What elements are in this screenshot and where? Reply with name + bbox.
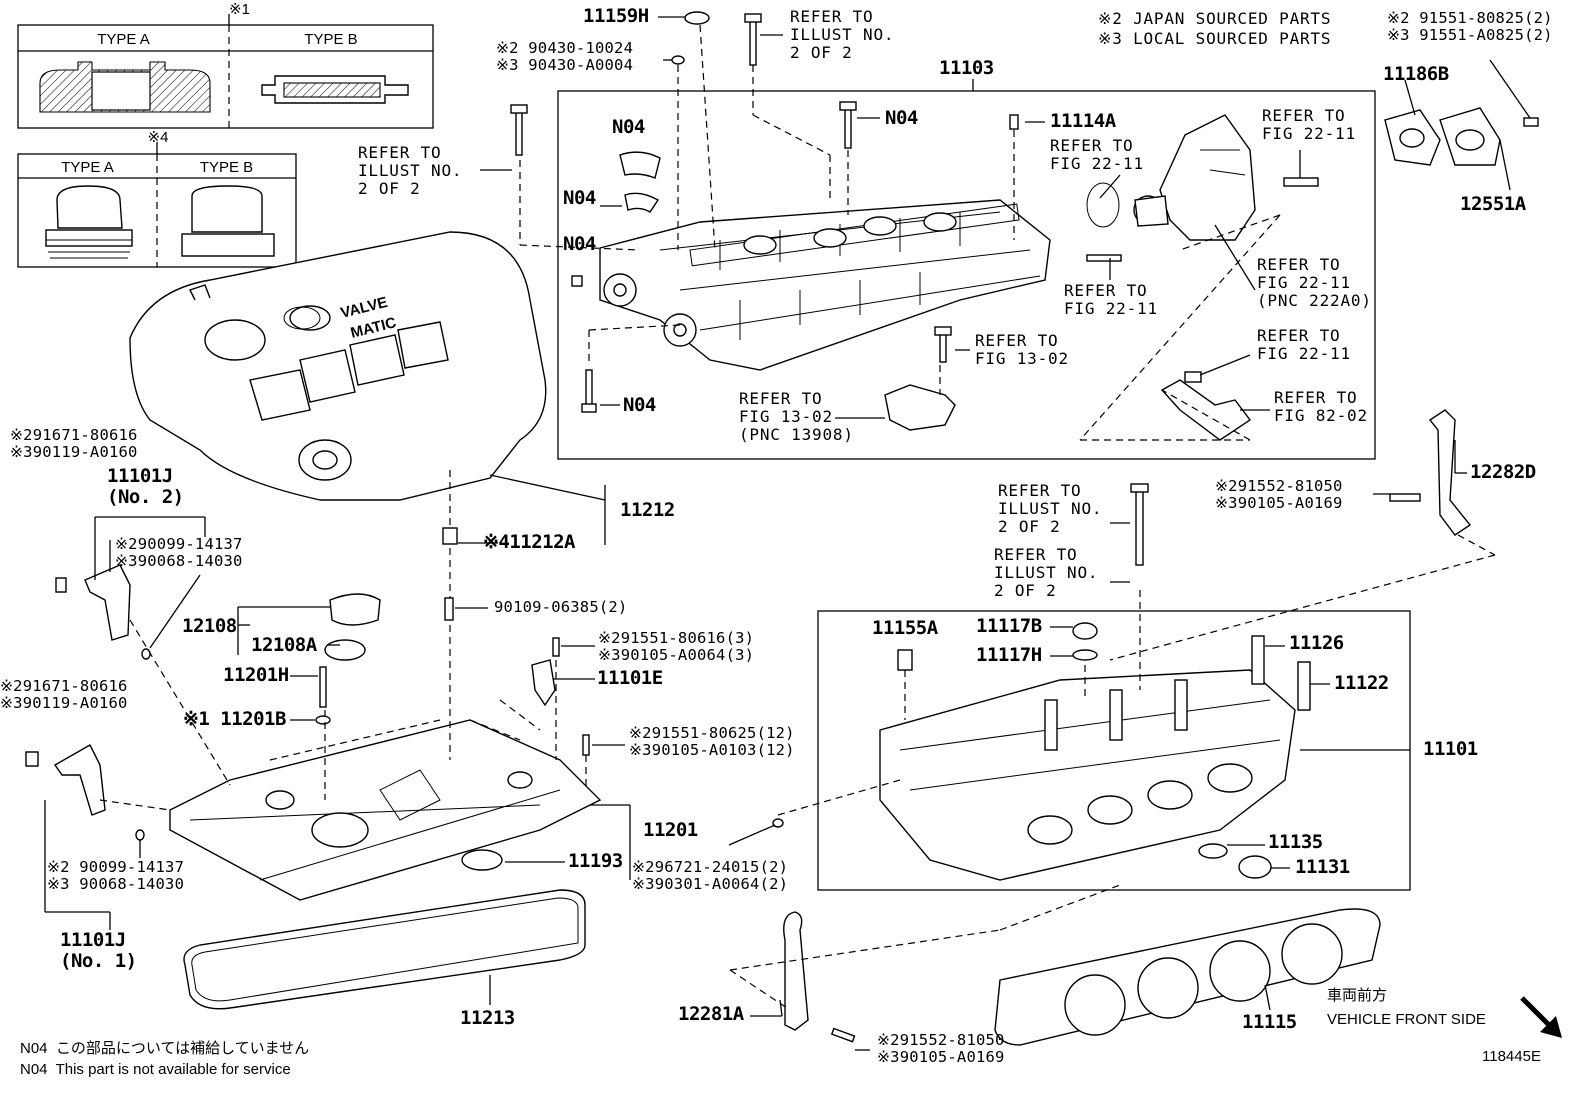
label-oring-no2[interactable]: ※290099-14137 ※390068-14030 xyxy=(115,535,243,571)
type-box-4-col-b: TYPE B xyxy=(199,159,254,176)
label-11201b[interactable]: ※1 11201B xyxy=(183,708,286,730)
label-n04-b: N04 xyxy=(563,187,596,209)
label-stud-90109[interactable]: 90109-06385(2) xyxy=(494,598,628,616)
label-11126[interactable]: 11126 xyxy=(1289,632,1344,654)
front-side-jp: 車両前方 xyxy=(1327,987,1388,1004)
label-refer-fig-22-11-c[interactable]: REFER TO FIG 22-11 xyxy=(1064,281,1158,318)
label-bolt-91551-80625[interactable]: ※291551-80625(12) ※390105-A0103(12) xyxy=(629,724,795,760)
footnote-en: N04 This part is not available for servi… xyxy=(20,1061,291,1078)
type-box-4-marker: ※4 xyxy=(147,129,169,146)
type-box-1-marker: ※1 xyxy=(229,1,250,18)
label-refer-illust-top[interactable]: REFER TO ILLUST NO. 2 OF 2 xyxy=(790,7,895,62)
label-plug-96721[interactable]: ※296721-24015(2) ※390301-A0064(2) xyxy=(632,858,789,894)
label-refer-fig-22-11-e[interactable]: REFER TO FIG 22-11 xyxy=(1257,326,1351,363)
label-refer-fig-82-02[interactable]: REFER TO FIG 82-02 xyxy=(1274,388,1368,425)
type-box-4-col-a: TYPE A xyxy=(61,159,114,176)
label-11101[interactable]: 11101 xyxy=(1423,738,1478,760)
type-box-1-col-b: TYPE B xyxy=(304,31,358,48)
label-n04-d: N04 xyxy=(885,107,918,129)
label-11122[interactable]: 11122 xyxy=(1334,672,1389,694)
label-11114a[interactable]: 11114A xyxy=(1050,110,1116,132)
label-11193[interactable]: 11193 xyxy=(568,850,623,872)
label-11131[interactable]: 11131 xyxy=(1295,856,1350,878)
cylinder-head-cover xyxy=(169,719,602,901)
type-box-4 xyxy=(17,142,297,268)
label-refer-fig-22-11-b[interactable]: REFER TO FIG 22-11 xyxy=(1262,106,1356,143)
label-bolt-91552-bottom[interactable]: ※291552-81050 ※390105-A0169 xyxy=(877,1031,1005,1067)
front-side-en: VEHICLE FRONT SIDE xyxy=(1327,1011,1486,1028)
label-11159h[interactable]: 11159H xyxy=(583,5,649,27)
cylinder-head xyxy=(879,669,1296,881)
camshaft-housing xyxy=(599,199,1051,371)
label-11201h[interactable]: 11201H xyxy=(223,664,289,686)
label-11135[interactable]: 11135 xyxy=(1268,831,1323,853)
engine-cover xyxy=(129,231,547,501)
label-n04-a: N04 xyxy=(612,116,645,138)
legend-japan: ※2 JAPAN SOURCED PARTS xyxy=(1098,9,1332,28)
dashed-guides xyxy=(99,24,1496,1011)
cam-housing-frame xyxy=(557,90,1376,460)
front-arrow-icon xyxy=(1520,996,1562,1038)
label-11213[interactable]: 11213 xyxy=(460,1007,515,1029)
label-11101e[interactable]: 11101E xyxy=(597,667,663,689)
label-n04-c: N04 xyxy=(563,233,596,255)
label-refer-illust-b[interactable]: REFER TO ILLUST NO. 2 OF 2 xyxy=(994,545,1099,600)
label-11212[interactable]: 11212 xyxy=(620,499,675,521)
label-12108[interactable]: 12108 xyxy=(182,615,237,637)
label-bolt-91552-top[interactable]: ※291552-81050 ※390105-A0169 xyxy=(1215,477,1343,513)
gaskets-11186b-12551a xyxy=(1384,107,1501,166)
label-12282d[interactable]: 12282D xyxy=(1470,461,1536,483)
label-11117b[interactable]: 11117B xyxy=(976,615,1042,637)
label-11101j-no2[interactable]: 11101J (No. 2) xyxy=(107,465,184,509)
type-box-1 xyxy=(17,14,434,129)
type-box-1-col-a: TYPE A xyxy=(97,31,150,48)
legend-local: ※3 LOCAL SOURCED PARTS xyxy=(1098,29,1332,48)
head-gasket xyxy=(994,908,1381,1046)
head-cover-gasket xyxy=(183,889,586,1010)
label-12551a[interactable]: 12551A xyxy=(1460,193,1526,215)
label-refer-fig-13-02-a[interactable]: REFER TO FIG 13-02 xyxy=(975,331,1069,368)
footnote-jp: N04 この部品については補給していません xyxy=(20,1040,310,1057)
label-bolt-90430[interactable]: ※2 90430-10024 ※3 90430-A0004 xyxy=(496,39,634,75)
vacuum-pump xyxy=(1133,114,1256,241)
label-refer-illust-a[interactable]: REFER TO ILLUST NO. 2 OF 2 xyxy=(998,481,1103,536)
label-12108a[interactable]: 12108A xyxy=(251,634,317,656)
label-refer-illust-left[interactable]: REFER TO ILLUST NO. 2 OF 2 xyxy=(358,143,463,198)
label-refer-fig-22-11-d[interactable]: REFER TO FIG 22-11 (PNC 222A0) xyxy=(1257,255,1372,310)
label-oring-no1[interactable]: ※2 90099-14137 ※3 90068-14030 xyxy=(47,858,185,894)
label-11155a[interactable]: 11155A xyxy=(872,617,938,639)
label-11103[interactable]: 11103 xyxy=(939,57,994,79)
label-11201[interactable]: 11201 xyxy=(643,819,698,841)
label-refer-fig-13-02-b[interactable]: REFER TO FIG 13-02 (PNC 13908) xyxy=(739,389,854,444)
label-11115[interactable]: 11115 xyxy=(1242,1011,1297,1033)
label-bolt-91551-80616[interactable]: ※291551-80616(3) ※390105-A0064(3) xyxy=(598,629,755,665)
label-11101j-no1[interactable]: 11101J (No. 1) xyxy=(60,929,137,973)
label-11117h[interactable]: 11117H xyxy=(976,644,1042,666)
label-osv-no1-bolt[interactable]: ※291671-80616 ※390119-A0160 xyxy=(0,677,128,713)
label-refer-fig-22-11-a[interactable]: REFER TO FIG 22-11 xyxy=(1050,136,1144,173)
small-parts xyxy=(25,11,1539,1043)
label-osv-no2-bolt[interactable]: ※291671-80616 ※390119-A0160 xyxy=(10,426,138,462)
label-n04-e: N04 xyxy=(623,394,656,416)
label-12281a[interactable]: 12281A xyxy=(678,1003,744,1025)
toyota-logo xyxy=(283,306,321,330)
illustration-number: 118445E xyxy=(1482,1048,1541,1065)
label-11212a[interactable]: ※411212A xyxy=(483,531,576,553)
label-bolt-91551-80825[interactable]: ※2 91551-80825(2) ※3 91551-A0825(2) xyxy=(1387,9,1553,45)
label-11186b[interactable]: 11186B xyxy=(1383,63,1449,85)
